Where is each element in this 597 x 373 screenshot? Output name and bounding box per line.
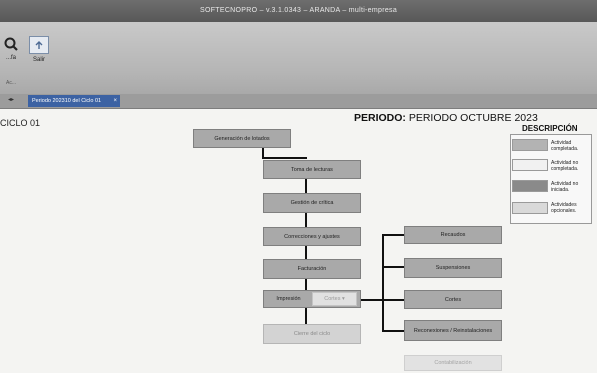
flow-step-facturacion[interactable]: Facturación (263, 259, 361, 279)
magnifier-icon (2, 36, 20, 52)
flow-step-label: Recaudos (440, 232, 466, 238)
save-icon (29, 36, 49, 54)
flow-step-suspensiones[interactable]: Suspensiones (404, 258, 502, 278)
flow-step-label: Reconexiones / Reinstalaciones (413, 327, 493, 334)
ribbon-button-search[interactable]: ...fa (0, 36, 22, 70)
periodo-heading: PERIODO: PERIODO OCTUBRE 2023 (354, 112, 538, 124)
legend-label: Actividad completada. (551, 140, 579, 152)
flow-step-recaudos[interactable]: Recaudos (404, 226, 502, 244)
ribbon-button-label: Salir (32, 57, 45, 63)
flow-step-label: Generación de lotados (214, 135, 270, 142)
ribbon-group-caption: Ac... (6, 80, 17, 86)
legend-swatch-not-completed (512, 159, 548, 171)
flow-step-generacion[interactable]: Generación de lotados (193, 129, 291, 148)
flow-step-impresion[interactable]: Impresión Cortes ▾ (263, 290, 361, 308)
connector-line (305, 179, 307, 193)
window-title-bar: SOFTECNOPRO – v.3.1.0343 – ARANDA – mult… (0, 0, 597, 22)
legend-swatch-optional (512, 202, 548, 214)
legend-label: Actividad no iniciada. (551, 181, 579, 193)
connector-line (360, 299, 384, 301)
ribbon-toolbar: ...fa Salir Ac... (0, 22, 597, 95)
flow-step-label: Facturación (297, 266, 327, 272)
legend-label: Actividades opcionales. (551, 202, 577, 214)
connector-line (262, 146, 264, 158)
connector-line (382, 266, 404, 268)
connector-line (262, 157, 307, 159)
ribbon-button-label: ...fa (5, 55, 16, 61)
tab-label: Periodo 202310 del Ciclo 01 (32, 98, 102, 104)
flow-step-label: Cortes (444, 296, 462, 303)
close-icon[interactable]: × (113, 98, 117, 104)
document-tab-bar: ◂▸ Periodo 202310 del Ciclo 01 × (0, 94, 597, 109)
connector-line (305, 279, 307, 290)
connector-line (382, 299, 404, 301)
connector-line (305, 213, 307, 227)
flow-step-toma-lecturas[interactable]: Toma de lecturas (263, 160, 361, 179)
dropdown-label: Cortes ▾ (324, 296, 345, 302)
flow-step-label: Gestión de crítica (290, 200, 334, 206)
flow-step-label: Contabilización (434, 360, 472, 366)
connector-line (382, 234, 404, 236)
flow-step-label: Suspensiones (435, 265, 471, 271)
connector-line (382, 234, 384, 332)
flow-step-label: Impresión (276, 296, 301, 302)
flow-step-cierre[interactable]: Cierre del ciclo (263, 324, 361, 344)
legend-swatch-not-started (512, 180, 548, 192)
impresion-dropdown[interactable]: Cortes ▾ (312, 292, 357, 306)
connector-line (305, 246, 307, 259)
connector-line (305, 308, 307, 324)
flow-step-reconexiones[interactable]: Reconexiones / Reinstalaciones (404, 320, 502, 341)
flow-step-critica[interactable]: Gestión de crítica (263, 193, 361, 213)
flow-step-label: Correcciones y ajustes (284, 233, 340, 240)
periodo-value: PERIODO OCTUBRE 2023 (408, 112, 538, 124)
ciclo-label: CICLO 01 (0, 118, 41, 128)
ribbon-button-exit[interactable]: Salir (28, 36, 50, 70)
flow-step-correcciones[interactable]: Correcciones y ajustes (263, 227, 361, 246)
legend-title: DESCRIPCIÓN (522, 124, 578, 133)
flow-step-contabilizacion[interactable]: Contabilización (404, 355, 502, 371)
tab-scroll-left-icon[interactable]: ◂▸ (8, 97, 15, 103)
legend-swatch-completed (512, 139, 548, 151)
flow-step-label: Toma de lecturas (291, 166, 333, 173)
window-title: SOFTECNOPRO – v.3.1.0343 – ARANDA – mult… (199, 7, 398, 14)
connector-line (382, 330, 404, 332)
flow-step-label: Cierre del ciclo (293, 331, 331, 337)
periodo-label: PERIODO: (354, 112, 406, 124)
tab-periodo-ciclo[interactable]: Periodo 202310 del Ciclo 01 × (28, 95, 120, 107)
flow-step-cortes[interactable]: Cortes (404, 290, 502, 309)
legend-label: Actividad no completada. (551, 160, 579, 172)
